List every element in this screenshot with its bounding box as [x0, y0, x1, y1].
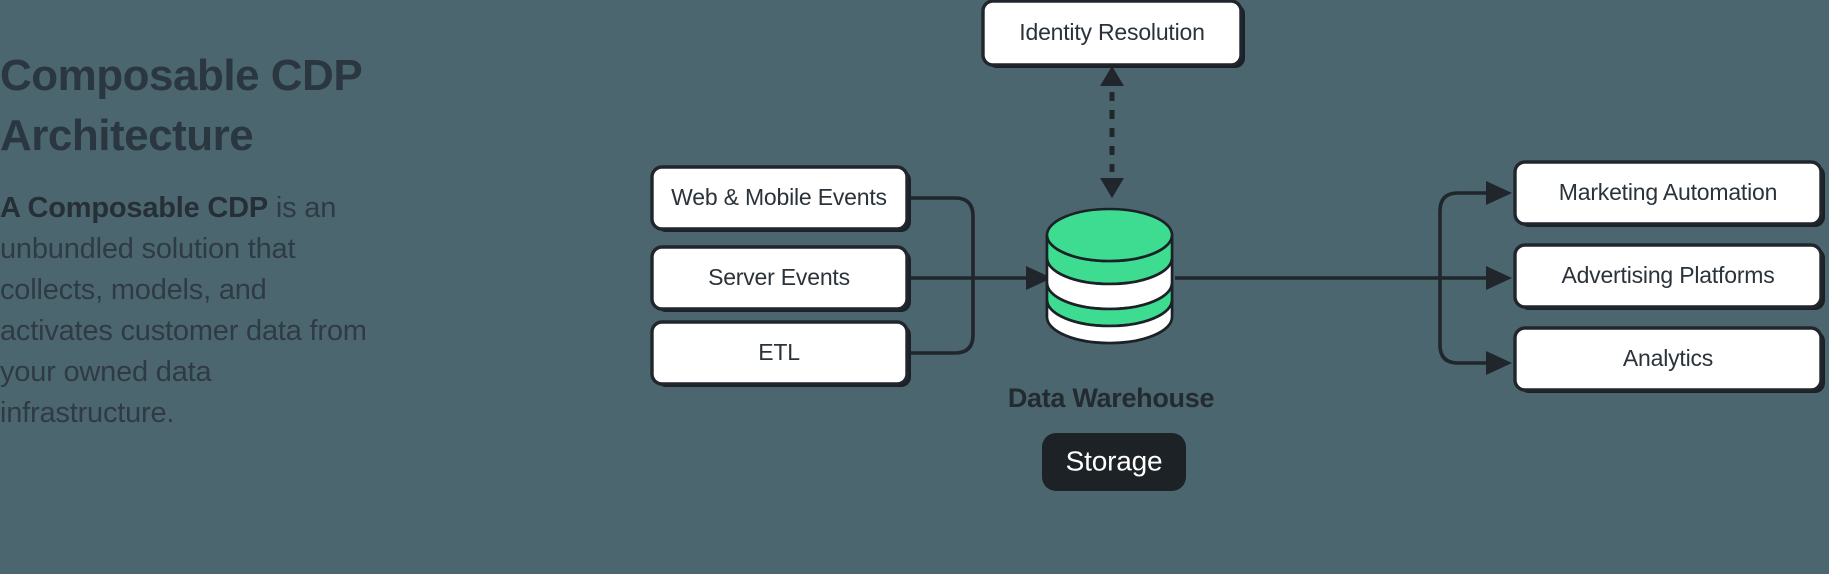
node-label-analytics: Analytics	[1623, 345, 1713, 371]
node-server-events[interactable]: Server Events	[650, 245, 911, 312]
node-label-server-events: Server Events	[708, 264, 850, 290]
storage-badge-label: Storage	[1066, 445, 1163, 476]
arrow-to-analytics-icon	[1486, 351, 1512, 375]
connector-marketing-automation	[1438, 191, 1488, 278]
connector-analytics	[1438, 278, 1488, 365]
source-connectors	[907, 196, 1052, 355]
node-label-advertising-platforms: Advertising Platforms	[1561, 262, 1774, 288]
node-label-etl: ETL	[758, 339, 800, 365]
architecture-diagram: Identity Resolution Web & Mobile Events …	[600, 0, 1829, 574]
arrow-down-icon	[1100, 178, 1124, 198]
connector-etl	[907, 278, 975, 355]
arrow-into-warehouse-icon	[1026, 266, 1052, 290]
destination-connectors	[1175, 181, 1512, 375]
node-identity-resolution[interactable]: Identity Resolution	[981, 0, 1245, 68]
identity-resolution-connector	[1100, 66, 1124, 198]
node-label-identity-resolution: Identity Resolution	[1019, 19, 1204, 45]
intro-panel: Composable CDP Architecture A Composable…	[0, 46, 440, 434]
node-label-web-mobile-events: Web & Mobile Events	[671, 184, 887, 210]
node-label-marketing-automation: Marketing Automation	[1559, 179, 1777, 205]
node-analytics[interactable]: Analytics	[1513, 326, 1825, 393]
node-etl[interactable]: ETL	[650, 320, 911, 387]
intro-rest-text: is an unbundled solution that collects, …	[0, 192, 367, 429]
arrow-up-icon	[1100, 66, 1124, 86]
database-cylinder-icon	[1045, 207, 1174, 345]
intro-lead-phrase: A Composable CDP	[0, 192, 269, 224]
page-title: Composable CDP Architecture	[0, 51, 362, 160]
intro-paragraph: A Composable CDP is an unbundled solutio…	[0, 188, 380, 434]
arrow-to-marketing-icon	[1486, 181, 1512, 205]
node-web-mobile-events[interactable]: Web & Mobile Events	[650, 165, 911, 232]
arrow-to-advertising-icon	[1486, 266, 1512, 290]
node-advertising-platforms[interactable]: Advertising Platforms	[1513, 243, 1825, 310]
storage-badge[interactable]: Storage	[1042, 433, 1186, 491]
node-marketing-automation[interactable]: Marketing Automation	[1513, 160, 1825, 227]
connector-web-mobile	[907, 196, 975, 278]
warehouse-label: Data Warehouse	[1008, 383, 1215, 413]
